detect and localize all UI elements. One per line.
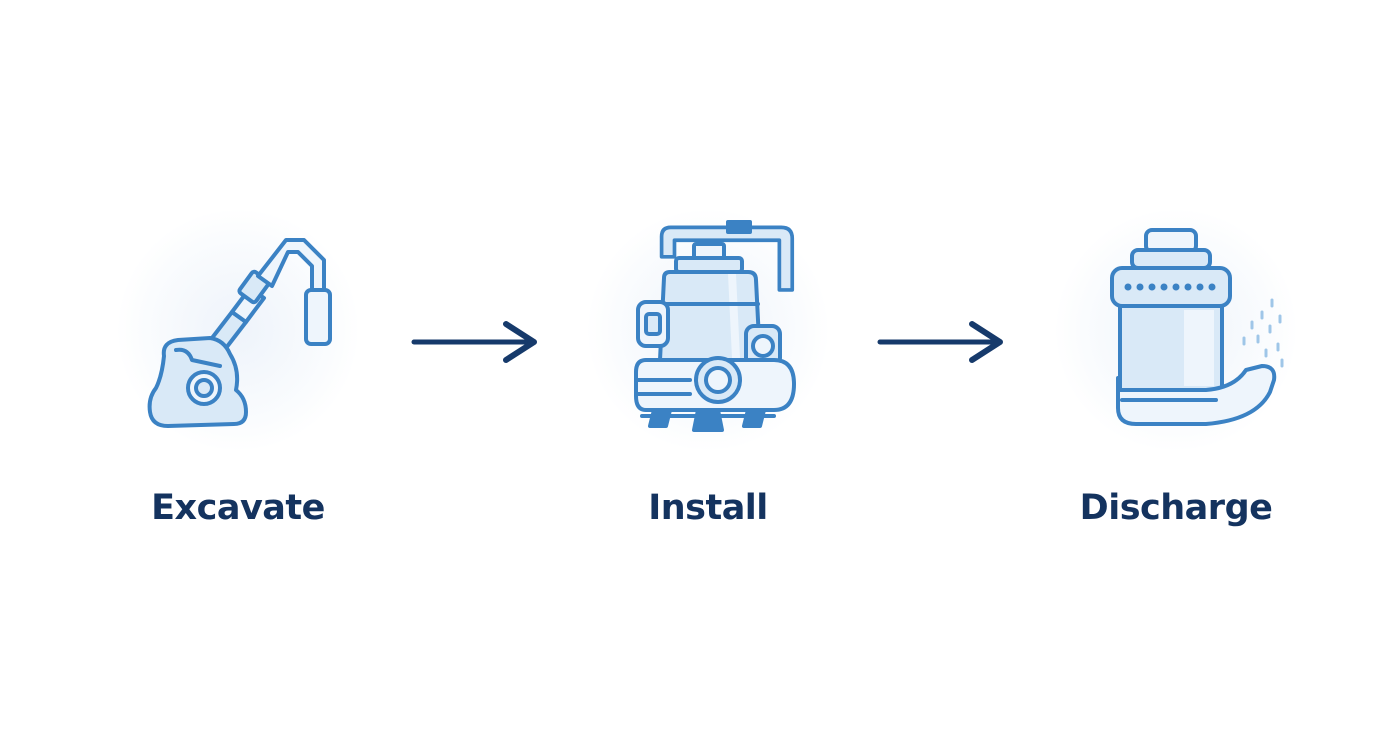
excavator-icon bbox=[147, 238, 332, 428]
sump-pump-icon bbox=[634, 220, 796, 432]
step-label-discharge: Discharge bbox=[1079, 488, 1273, 528]
step-discharge: Discharge bbox=[1026, 200, 1326, 570]
arrow-right-icon bbox=[411, 321, 537, 363]
step-label-excavate: Excavate bbox=[151, 488, 325, 528]
step-install: Install bbox=[558, 200, 858, 570]
step-excavate: Excavate bbox=[88, 200, 388, 570]
arrow-right-icon bbox=[877, 321, 1003, 363]
step-label-install: Install bbox=[648, 488, 768, 528]
discharge-pipe-icon bbox=[1110, 228, 1284, 426]
